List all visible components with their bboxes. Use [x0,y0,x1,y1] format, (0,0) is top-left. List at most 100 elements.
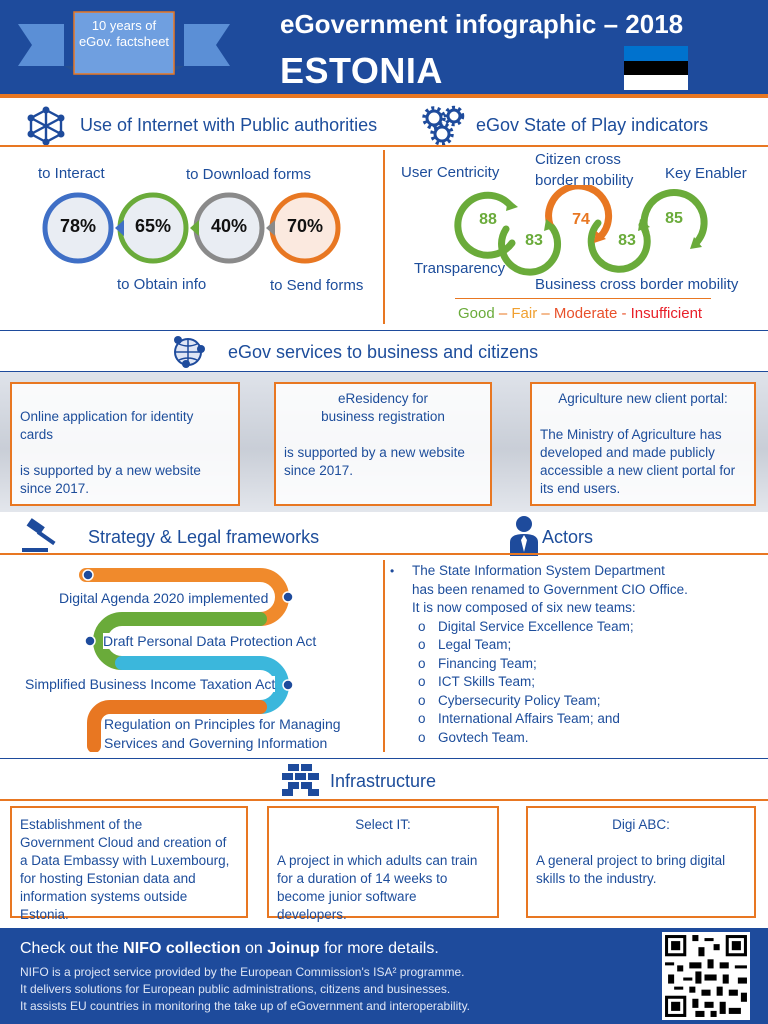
infra-selectit-line: for a duration of 14 weeks to [277,871,448,886]
country-name: ESTONIA [280,50,443,91]
infra-cloud-line: a Data Embassy with Luxembourg, [20,853,230,868]
strategy-item-4b: Services and Governing Information [104,735,328,751]
infra-digiabc-title: Digi ABC: [612,817,670,832]
infra-selectit-line: become junior software developers. [277,889,417,922]
section-divider [0,330,768,331]
internet-use-title: Use of Internet with Public authorities [80,115,378,135]
legend-moderate: Moderate [553,305,618,322]
qr-code-icon[interactable] [662,932,750,1020]
actors-intro-1: The State Information System Department [412,563,665,578]
strategy-item-1: Digital Agenda 2020 implemented [59,590,269,606]
label-obtain: to Obtain info [117,276,207,293]
section-divider [0,553,768,555]
service-title-agriculture: Agriculture new client portal: [558,391,728,406]
footer: Check out the NIFO collection on Joinup … [0,928,768,1024]
label-key-enabler: Key Enabler [665,165,747,182]
service-box-eresidency: eResidency for business registration is … [274,382,492,506]
estonia-flag-icon [624,46,688,90]
actors-intro: • The State Information System Departmen… [390,562,752,618]
service-body-agriculture: The Ministry of Agriculture has develope… [540,427,736,496]
label-send: to Send forms [270,277,364,294]
infra-digiabc-line: A general project to bring digital [536,853,726,868]
footer-line-1: NIFO is a project service provided by th… [20,965,465,979]
legend-rule [455,298,711,299]
teams-list: Digital Service Excellence Team; Legal T… [392,618,752,748]
label-business-mobility: Business cross border mobility [535,276,739,293]
infra-selectit-title: Select IT: [355,817,411,832]
section-divider [0,145,768,147]
ring-transparency [498,221,562,276]
strategy-title: Strategy & Legal frameworks [88,527,320,547]
infra-selectit-line: A project in which adults can train [277,853,478,868]
value-citizen: 74 [572,211,590,228]
bullet-icon: • [390,564,395,578]
infra-digiabc-line: skills to the industry. [536,871,657,886]
infrastructure-title: Infrastructure [330,771,437,791]
ring-key-enabler [640,189,708,247]
ribbon-badge [18,11,230,75]
section-divider [0,799,768,801]
infra-box-digiabc: Digi ABC: A general project to bring dig… [526,806,756,918]
actors-intro-3: It is now composed of six new teams: [412,600,636,615]
footer-check-pre: Check out the [20,940,124,957]
section-divider [0,371,768,372]
ring-user-centricity [454,191,516,259]
infra-cloud-line: information systems outside Estonia. [20,889,188,922]
ring-business [587,219,651,273]
legend-sep-1: – [494,305,512,322]
actors-title: Actors [542,527,594,547]
team-item: Digital Service Excellence Team; [392,618,752,637]
label-download: to Download forms [186,166,312,183]
gavel-icon [22,518,56,552]
network-icon [27,106,65,146]
label-citizen-line-2: border mobility [535,172,634,189]
ribbon-line-2: eGov. factsheet [78,34,170,49]
team-item: International Affairs Team; and [392,710,752,729]
timeline-road [79,568,294,752]
joinup-link[interactable]: Joinup [267,940,320,957]
footer-cta: Check out the NIFO collection on Joinup … [20,940,439,958]
footer-check-post: for more details. [319,940,439,957]
legend-good: Good [458,305,495,322]
nifo-collection-link[interactable]: NIFO collection [123,940,241,957]
service-title-eresidency-1: eResidency for [337,391,429,406]
team-item: Cybersecurity Policy Team; [392,692,752,711]
infra-cloud-line: Government Cloud and creation of [20,835,227,850]
team-item: Legal Team; [392,636,752,655]
legend-sep-2: – [537,305,554,322]
page-title: eGovernment infographic – 2018 [280,9,684,39]
strategy-item-4a: Regulation on Principles for Managing [104,716,341,732]
legend-fair: Fair [511,305,538,322]
service-box-identity: Online application for identity cards is… [10,382,240,506]
infra-box-selectit: Select IT: A project in which adults can… [267,806,499,922]
globe-pin-icon [174,336,205,368]
infra-cloud-line: Establishment of the [20,817,143,832]
team-item: Financing Team; [392,655,752,674]
footer-on: on [240,940,268,957]
internet-use-circles [42,192,341,264]
bricks-icon [282,764,319,796]
ring-citizen [545,185,613,241]
strategy-item-3: Simplified Business Income Taxation Act [25,676,276,692]
team-item: ICT Skills Team; [392,673,752,692]
ribbon-line-1: 10 years of [91,18,157,33]
rating-legend: Good – Fair – Moderate - Insufficient [458,305,702,322]
legend-insufficient: Insufficient [630,305,703,322]
legend-sep-3: - [617,305,631,322]
person-icon [510,516,538,556]
label-citizen-line-1: Citizen cross [535,151,621,168]
ribbon-text: 10 years of eGov. factsheet [72,18,176,50]
team-item: Govtech Team. [392,729,752,748]
state-of-play-rings [454,185,708,276]
section-divider [0,758,768,759]
value-send: 70% [286,216,324,236]
label-user-centricity: User Centricity [401,164,500,181]
value-interact: 78% [59,216,97,236]
label-transparency: Transparency [414,260,506,277]
value-business: 83 [618,232,636,249]
value-download: 40% [210,216,248,236]
actors-intro-2: has been renamed to Government CIO Offic… [412,581,688,597]
service-body-identity: is supported by a new website since 2017… [20,463,201,496]
services-title: eGov services to business and citizens [228,342,539,362]
header-banner: 10 years of eGov. factsheet eGovernment … [0,0,768,98]
